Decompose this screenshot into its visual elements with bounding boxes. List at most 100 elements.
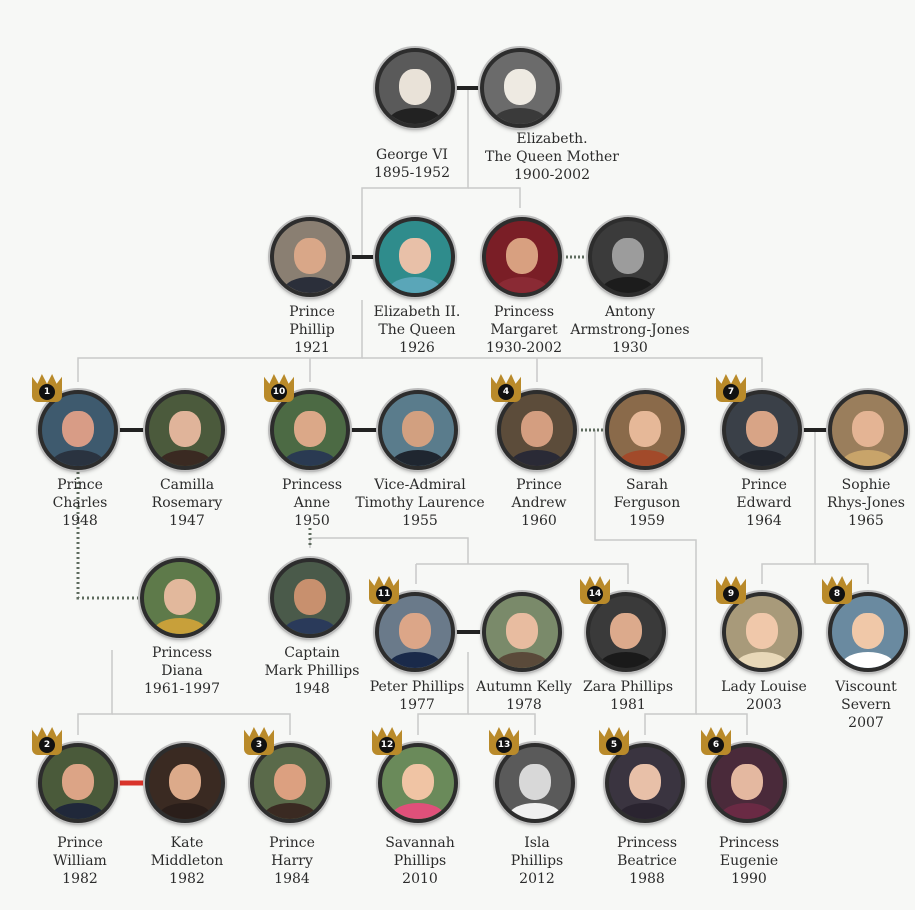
descent-line (417, 652, 469, 735)
succession-number: 8 (829, 586, 845, 602)
person-label-line: Lady Louise (721, 679, 807, 695)
person-label-line: Captain (284, 645, 340, 661)
person-label-zara: Zara Phillips 1981 (553, 678, 703, 714)
succession-number: 14 (587, 586, 603, 602)
portrait-face (164, 579, 196, 616)
portrait-eugenie (707, 743, 787, 823)
succession-number: 3 (251, 737, 267, 753)
succession-crown-icon: 11 (369, 576, 399, 604)
succession-crown-icon: 1 (32, 374, 62, 402)
portrait-clothing (496, 652, 548, 668)
person-label-line: The Queen (378, 322, 456, 338)
portrait-face (610, 613, 642, 650)
succession-crown-icon: 12 (372, 727, 402, 755)
person-label-line: Isla (524, 835, 550, 851)
person-label-line: Autumn Kelly (476, 679, 572, 695)
person-label-louise: Lady Louise 2003 (689, 678, 839, 714)
person-label-line: Armstrong-Jones (570, 322, 690, 338)
person-label-line: Viscount (835, 679, 897, 695)
succession-crown-icon: 9 (716, 576, 746, 604)
person-label-line: Middleton (150, 853, 224, 869)
person-label-line: 1981 (610, 697, 646, 713)
succession-number: 1 (39, 384, 55, 400)
succession-number: 13 (496, 737, 512, 753)
portrait-clothing (494, 108, 546, 124)
person-label-line: Zara Phillips (582, 679, 674, 695)
portrait-clothing (736, 652, 788, 668)
person-label-line: Sophie (841, 477, 891, 493)
person-label-line: Sarah (626, 477, 668, 493)
portrait-clothing (154, 618, 206, 634)
portrait-face (852, 613, 884, 650)
person-label-line: 1900-2002 (514, 167, 590, 183)
portrait-diana (140, 558, 220, 638)
person-label-line: Prince (57, 477, 103, 493)
portrait-clothing (389, 108, 441, 124)
portrait-margaret (482, 217, 562, 297)
person-label-line: Eugenie (719, 853, 779, 869)
portrait-face (506, 613, 538, 650)
portrait-queen_mother (480, 48, 560, 128)
person-label-line: 2003 (746, 697, 782, 713)
portrait-clothing (284, 618, 336, 634)
portrait-clothing (509, 803, 561, 819)
portrait-clothing (159, 450, 211, 466)
descent-line (77, 300, 363, 382)
portrait-face (519, 764, 551, 801)
person-label-line: 1921 (294, 340, 330, 356)
portrait-clothing (602, 277, 654, 293)
succession-number: 10 (271, 384, 287, 400)
person-label-line: Peter Phillips (369, 679, 465, 695)
person-label-line: Antony (604, 304, 656, 320)
portrait-phillip (270, 217, 350, 297)
portrait-clothing (264, 803, 316, 819)
succession-number: 12 (379, 737, 395, 753)
portrait-william (38, 743, 118, 823)
person-label-line: Princess (281, 477, 343, 493)
person-label-line: The Queen Mother (484, 149, 619, 165)
portrait-clothing (284, 277, 336, 293)
person-label-line: 2010 (402, 871, 438, 887)
person-label-line: 1984 (274, 871, 310, 887)
portrait-clothing (392, 803, 444, 819)
person-label-line: Rosemary (151, 495, 223, 511)
person-label-line: 1961-1997 (144, 681, 220, 697)
portrait-clothing (511, 450, 563, 466)
portrait-zara (586, 592, 666, 672)
person-label-line: 1930 (612, 340, 648, 356)
descent-line (761, 430, 816, 584)
person-label-line: 1930-2002 (486, 340, 562, 356)
portrait-harry (250, 743, 330, 823)
person-label-line: Prince (57, 835, 103, 851)
portrait-clothing (52, 450, 104, 466)
person-label-line: Anne (293, 495, 331, 511)
person-label-line: Princess (151, 645, 213, 661)
person-label-line: Beatrice (617, 853, 677, 869)
portrait-face (62, 411, 94, 448)
portrait-face (629, 411, 661, 448)
succession-number: 5 (606, 737, 622, 753)
portrait-isla (495, 743, 575, 823)
portrait-face (402, 764, 434, 801)
portrait-face (399, 238, 431, 275)
succession-crown-icon: 14 (580, 576, 610, 604)
person-label-line: Timothy Laurence (355, 495, 485, 511)
person-label-line: 1990 (731, 871, 767, 887)
descent-line (468, 187, 521, 208)
descent-line (362, 357, 763, 382)
person-label-line: 1988 (629, 871, 665, 887)
descent-line (361, 88, 469, 257)
portrait-severn (828, 592, 908, 672)
